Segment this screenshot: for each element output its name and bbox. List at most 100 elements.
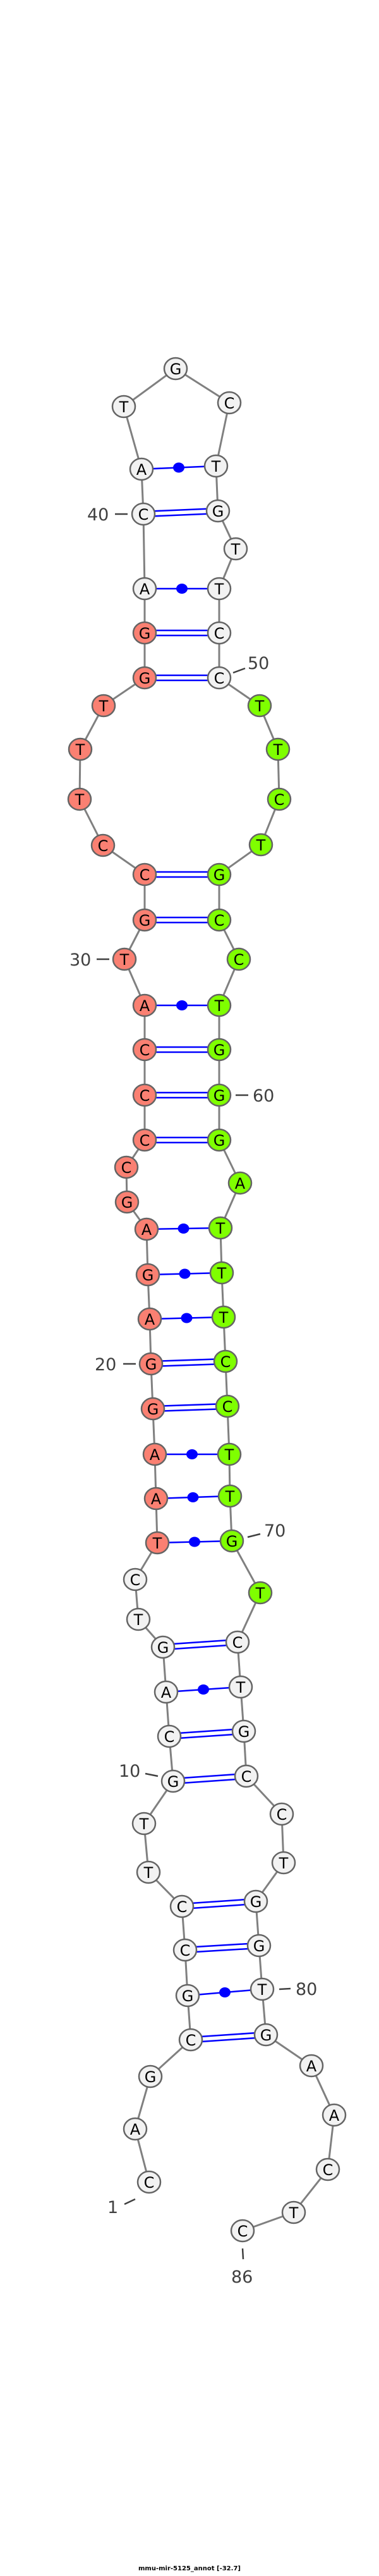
nucleotide-letter: T: [75, 741, 85, 759]
nucleotide-letter: A: [306, 2058, 317, 2075]
nucleotide-letter: C: [234, 951, 244, 969]
position-label-80: 80: [296, 1980, 317, 1999]
nucleotide-circle: [172, 1938, 198, 1962]
nucleotide-49: C: [207, 621, 232, 645]
nucleotide-31: G: [132, 908, 157, 932]
nucleotide-48: T: [207, 577, 232, 601]
nucleotide-letter: G: [253, 1937, 265, 1955]
nucleotide-letter: T: [255, 1585, 265, 1602]
nucleotide-74: G: [231, 1719, 256, 1743]
nucleotide-letter: T: [279, 1855, 289, 1872]
nucleotide-circle: [129, 457, 154, 481]
nucleotide-letter: C: [180, 1942, 191, 1960]
nucleotide-letter: T: [133, 1611, 143, 1629]
base-pair: [145, 1000, 219, 1010]
nucleotide-letter: T: [75, 791, 85, 809]
nucleotide-letter: G: [142, 1267, 154, 1284]
pair-bond-line: [181, 1903, 256, 1910]
nucleotide-circle: [207, 577, 232, 601]
nucleotide-36: T: [91, 694, 116, 718]
nucleotide-circle: [138, 1352, 164, 1376]
nucleotide-letter: G: [214, 1041, 226, 1059]
nucleotide-62: A: [227, 1171, 253, 1195]
nucleotide-circle: [138, 2064, 163, 2088]
nucleotide-43: G: [163, 357, 188, 381]
pair-bond-line: [143, 507, 219, 513]
nucleotide-letter: T: [236, 1679, 246, 1696]
nucleotide-circle: [136, 1860, 161, 1884]
nucleotide-letter: C: [238, 2223, 248, 2240]
nucleotide-letter: C: [277, 1806, 287, 1824]
nucleotide-letter: C: [224, 395, 235, 412]
nucleotide-65: T: [211, 1305, 236, 1329]
nucleotide-letter: C: [140, 1041, 150, 1059]
nucleotide-circle: [243, 1889, 268, 1913]
base-pair: [145, 629, 219, 637]
position-label-40: 40: [87, 505, 109, 525]
nucleotide-circle: [207, 1128, 232, 1152]
nucleotide-84: C: [315, 2157, 340, 2181]
wobble-pair-dot: [186, 1449, 198, 1459]
position-label-1: 1: [107, 2198, 118, 2217]
nucleotide-24: G: [114, 1190, 140, 1214]
nucleotide-circle: [126, 1607, 151, 1631]
nucleotide-circle: [207, 993, 232, 1017]
nucleotide-circle: [207, 666, 232, 690]
nucleotide-circle: [217, 391, 242, 415]
base-pair: [155, 1492, 231, 1502]
nucleotide-circle: [132, 577, 157, 601]
nucleotide-circle: [91, 694, 116, 718]
nucleotide-circle: [248, 833, 274, 857]
nucleotide-75: C: [234, 1764, 259, 1788]
nucleotide-35: T: [68, 737, 93, 761]
nucleotide-circle: [253, 2023, 279, 2047]
nucleotide-letter: C: [98, 837, 109, 855]
nucleotide-letter: G: [139, 912, 151, 929]
nucleotide-11: C: [157, 1724, 182, 1748]
base-pair: [150, 1358, 226, 1368]
nucleotide-letter: G: [121, 1194, 133, 1211]
nucleotide-letter: G: [167, 1773, 179, 1791]
nucleotide-letter: T: [255, 697, 265, 715]
nucleotide-circle: [132, 621, 157, 645]
nucleotide-61: G: [207, 1128, 232, 1152]
nucleotide-letter: G: [214, 1087, 226, 1105]
nucleotide-letter: G: [250, 1893, 262, 1911]
nucleotide-85: T: [281, 2200, 306, 2224]
nucleotide-letter: G: [260, 2027, 272, 2044]
position-label-10: 10: [119, 1762, 140, 1781]
nucleotide-64: T: [209, 1261, 234, 1285]
nucleotide-37: G: [132, 666, 157, 690]
nucleotide-circle: [178, 2028, 203, 2052]
nucleotide-circle: [131, 1812, 157, 1836]
structure-title: mmu-mir-5125_annot [-32.7]: [138, 2565, 241, 2572]
nucleotide-letter: T: [257, 1981, 267, 1999]
nucleotide-1: C: [136, 2170, 162, 2194]
wobble-pair-dot: [173, 462, 184, 473]
nucleotide-letter: T: [152, 1535, 162, 1552]
nucleotide-circle: [163, 357, 188, 381]
nucleotide-38: G: [132, 621, 157, 645]
nucleotide-82: A: [299, 2054, 324, 2078]
position-label-50: 50: [248, 654, 269, 673]
nucleotide-21: A: [137, 1307, 162, 1331]
pair-bond-line: [172, 1772, 247, 1780]
nucleotide-54: T: [248, 833, 274, 857]
nucleotide-letter: C: [214, 670, 225, 687]
nucleotide-14: T: [126, 1607, 151, 1631]
nucleotide-letter: T: [256, 837, 266, 854]
nucleotide-circle: [112, 947, 137, 971]
wobble-pair-dot: [189, 1536, 200, 1547]
nucleotide-58: T: [207, 993, 232, 1017]
nucleotide-letter: G: [182, 1987, 194, 2005]
nucleotide-circle: [250, 1977, 275, 2001]
nucleotide-letter: C: [222, 1398, 233, 1416]
nucleotide-letter: C: [323, 2161, 334, 2179]
nucleotide-letter: C: [164, 1728, 175, 1746]
nucleotide-57: C: [226, 947, 251, 971]
nucleotide-circle: [142, 1442, 167, 1466]
pair-bond-line: [150, 1358, 226, 1363]
nucleotide-circle: [209, 1261, 234, 1285]
wobble-pair-dot: [181, 1313, 193, 1323]
pair-bond-line: [190, 2031, 267, 2039]
